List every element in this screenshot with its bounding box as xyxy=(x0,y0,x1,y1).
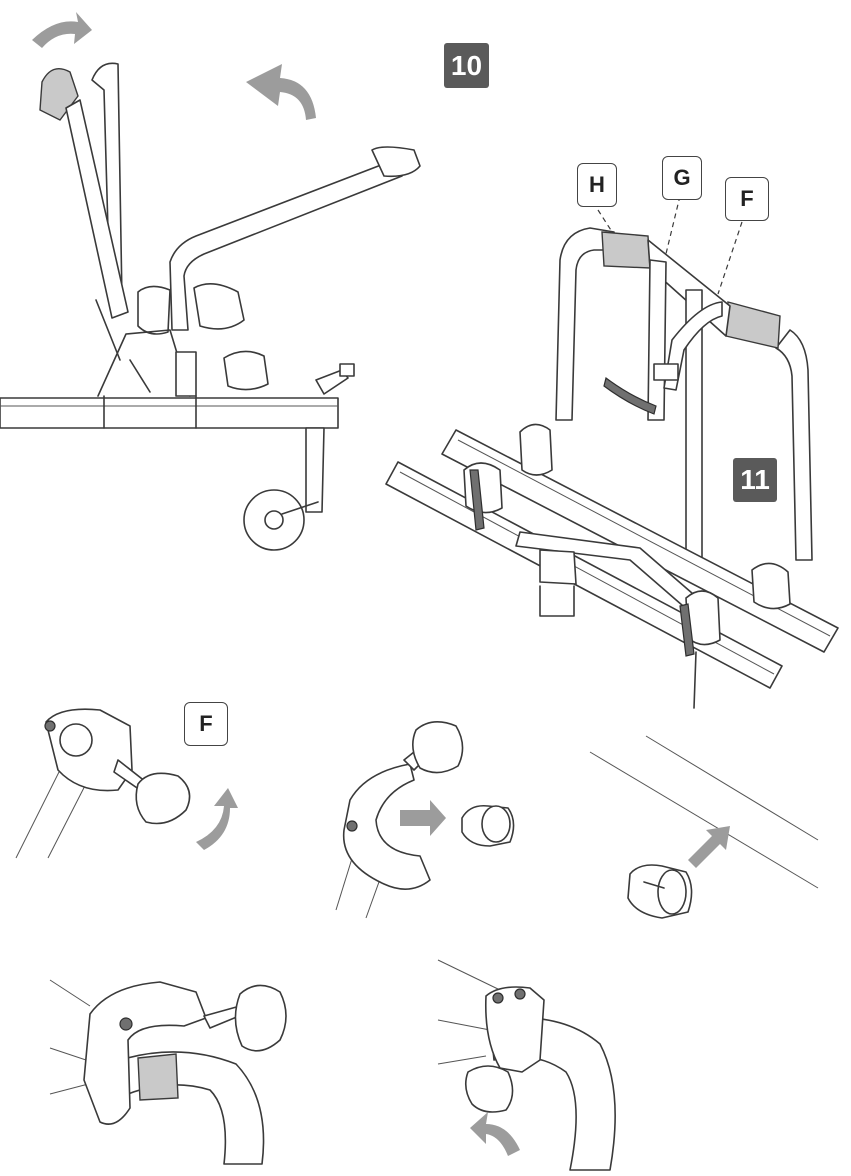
detail-step-2 xyxy=(335,721,515,919)
wheel-holder xyxy=(223,350,269,391)
rack-arm xyxy=(169,159,403,331)
star-knob xyxy=(234,984,287,1052)
padded-top-bar xyxy=(601,231,651,269)
rotate-arrow-icon xyxy=(470,1112,520,1156)
clamp-closed xyxy=(83,981,207,1125)
star-knob xyxy=(135,772,191,825)
callout-label-f-detail: F xyxy=(184,702,228,746)
rotate-arrow-icon xyxy=(32,12,92,48)
insert-arrow-icon xyxy=(688,826,730,868)
step-10-illustration xyxy=(0,12,421,551)
insert-arrow-icon xyxy=(400,800,446,836)
padded-top-bar xyxy=(725,301,781,349)
callout-label-g: G xyxy=(662,156,702,200)
wheel-holder xyxy=(137,285,171,335)
callout-label-f: F xyxy=(725,177,769,221)
star-knob xyxy=(412,721,464,774)
detail-step-1 xyxy=(15,708,238,859)
jockey-wheel-post xyxy=(305,427,325,513)
wheel-holder xyxy=(193,283,245,330)
callout-label-h: H xyxy=(577,163,617,207)
rotate-arrow-icon xyxy=(196,788,238,850)
star-knob xyxy=(464,1065,514,1113)
detail-step-4 xyxy=(49,979,287,1165)
detail-step-3 xyxy=(589,735,819,919)
step-number-badge: 11 xyxy=(733,458,777,502)
clamp-open xyxy=(342,763,431,890)
rotate-arrow-icon xyxy=(246,64,316,120)
clamp-closed xyxy=(484,986,545,1073)
step-number-badge: 10 xyxy=(444,43,489,88)
step-11-illustration xyxy=(385,195,839,709)
drawbar xyxy=(0,397,339,429)
wheel-rail xyxy=(441,429,839,653)
detail-step-5 xyxy=(437,959,616,1171)
